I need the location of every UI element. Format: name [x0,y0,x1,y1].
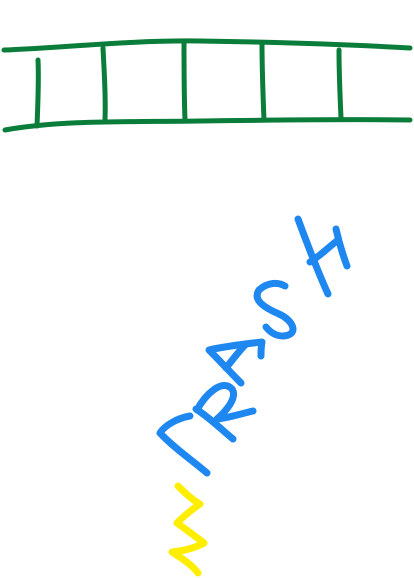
letter-s [253,279,297,340]
ladder-top-rail [1,38,413,53]
impact-zigzag-icon [168,482,208,577]
ladder-bottom-rail [2,117,413,133]
ladder-rung [336,47,344,121]
ladder-icon [1,38,413,133]
letter-h [294,215,351,298]
letter-a [205,338,266,387]
ladder-rung [181,39,188,123]
crash-text [156,215,351,477]
letter-r [192,382,257,443]
ladder-rung [100,45,108,122]
letter-c [156,412,211,477]
ladder-rung [259,41,267,123]
ladder-rung [34,57,41,129]
